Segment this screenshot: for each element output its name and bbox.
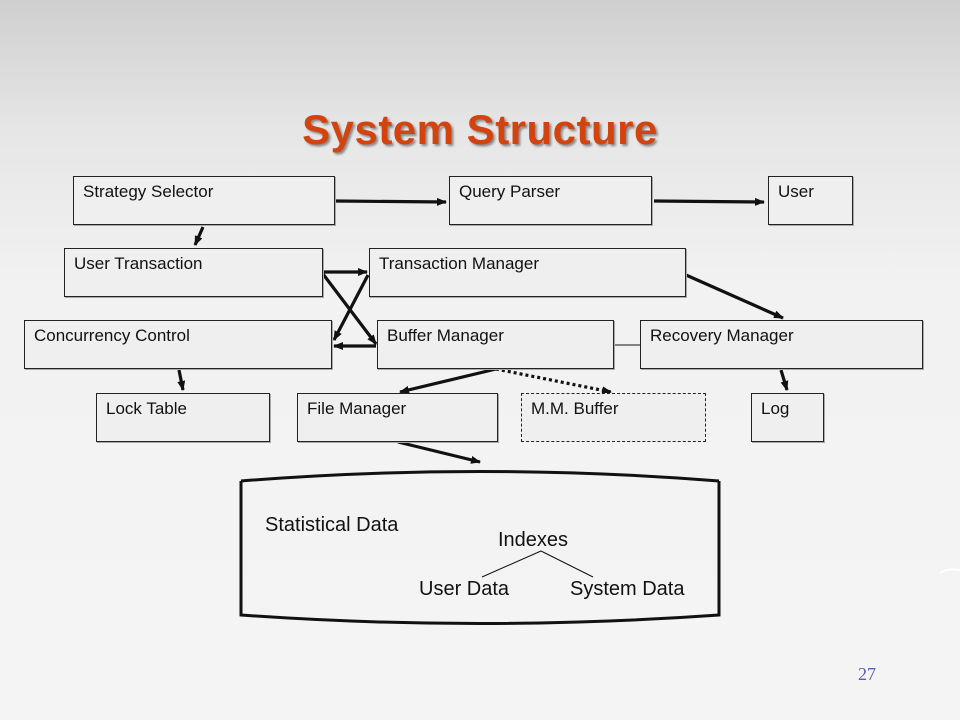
decorative-edge-mark <box>939 568 960 574</box>
arrow-buffermgr-to-mmbuffer <box>495 367 612 395</box>
transaction-manager-box: Transaction Manager <box>369 248 686 297</box>
arrow-parser-to-user <box>653 197 765 206</box>
file-manager-label: File Manager <box>307 399 407 418</box>
statistical-data-label: Statistical Data <box>265 514 399 536</box>
page-number: 27 <box>858 664 876 684</box>
strategy-selector-box: Strategy Selector <box>73 176 335 225</box>
user-label: User <box>778 182 814 201</box>
arrow-concurrency-to-locktable <box>177 369 186 391</box>
transaction-manager-label: Transaction Manager <box>379 254 540 273</box>
system-data-label: System Data <box>570 578 685 600</box>
index-branch-left <box>481 550 542 578</box>
user-transaction-label: User Transaction <box>74 254 203 273</box>
concurrency-control-box: Concurrency Control <box>24 320 332 369</box>
query-parser-label: Query Parser <box>459 182 561 201</box>
user-transaction-box: User Transaction <box>64 248 323 297</box>
arrow-strategy-to-parser <box>335 197 447 206</box>
arrow-txnmgr-to-recovery <box>685 273 784 320</box>
arrow-recovery-to-log <box>779 369 789 391</box>
index-branch-right <box>540 550 594 578</box>
user-box: User <box>768 176 853 225</box>
user-data-label: User Data <box>419 578 510 600</box>
log-label: Log <box>761 399 790 418</box>
recovery-manager-box: Recovery Manager <box>640 320 923 369</box>
recovery-manager-label: Recovery Manager <box>650 326 794 345</box>
mm-buffer-box: M.M. Buffer <box>521 393 706 442</box>
log-box: Log <box>751 393 824 442</box>
lock-table-label: Lock Table <box>106 399 187 418</box>
concurrency-control-label: Concurrency Control <box>34 326 190 345</box>
file-manager-box: File Manager <box>297 393 498 442</box>
strategy-selector-label: Strategy Selector <box>83 182 214 201</box>
arrow-filemgr-to-database <box>397 440 481 464</box>
slide-title: System Structure <box>302 106 658 153</box>
mm-buffer-label: M.M. Buffer <box>531 399 619 418</box>
lock-table-box: Lock Table <box>96 393 270 442</box>
query-parser-box: Query Parser <box>449 176 652 225</box>
arrow-strategy-to-usertxn <box>193 226 205 246</box>
database-cylinder <box>239 470 721 625</box>
buffer-manager-box: Buffer Manager <box>377 320 614 369</box>
arrow-buffermgr-to-filemgr <box>399 367 497 394</box>
indexes-label: Indexes <box>498 529 569 551</box>
arrow-txnmgr-to-concurrency <box>332 274 370 341</box>
buffer-manager-label: Buffer Manager <box>387 326 504 345</box>
